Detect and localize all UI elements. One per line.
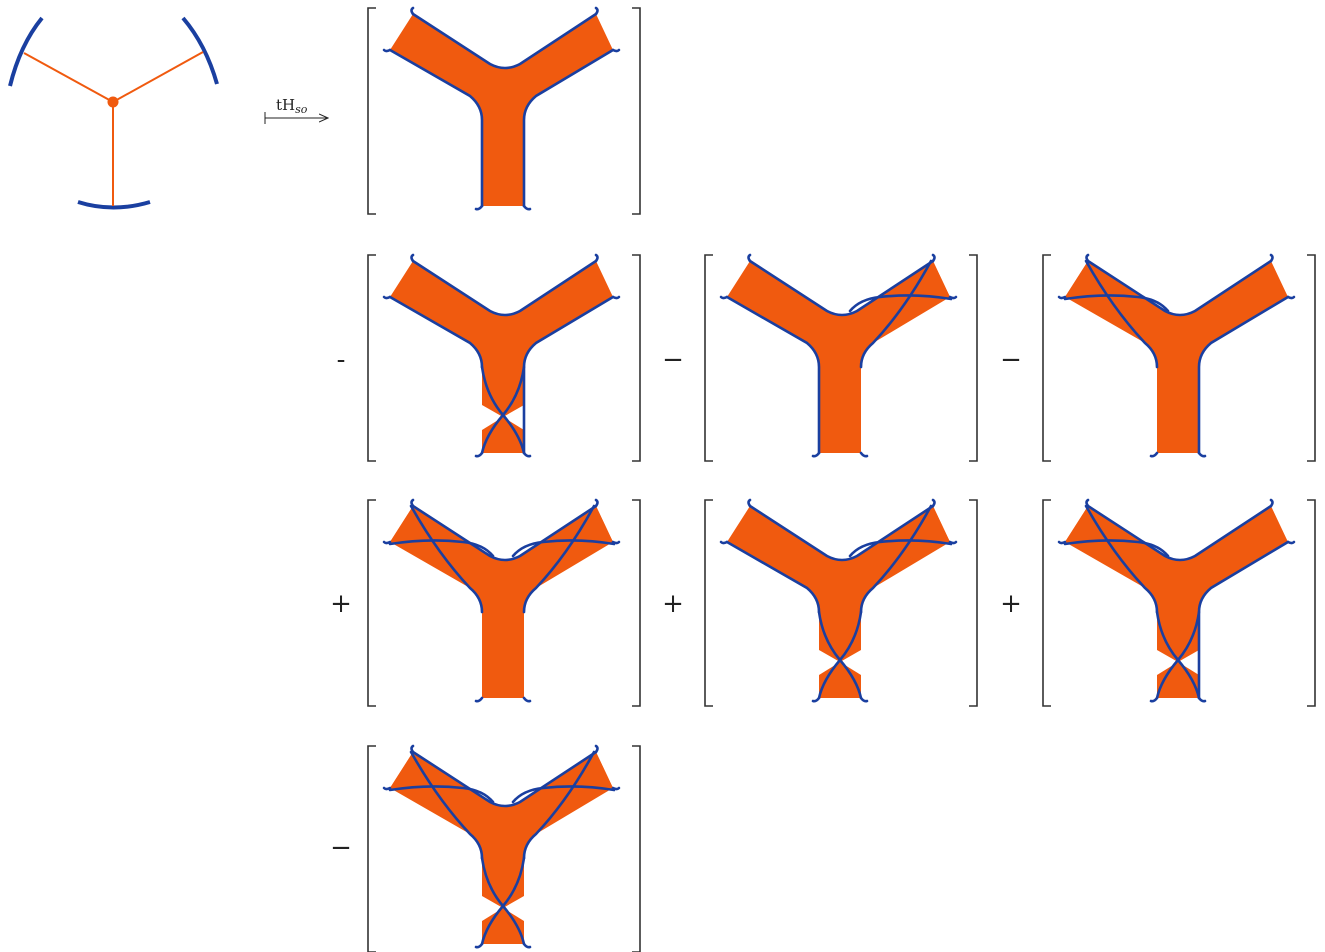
ribbon-term — [367, 6, 641, 215]
term-sign: − — [1000, 345, 1022, 375]
graph-edge-left — [23, 52, 114, 103]
ribbon-surface — [719, 498, 958, 703]
right-bracket — [969, 254, 978, 462]
left-bracket — [367, 7, 376, 215]
maps-to-label: tHso — [276, 96, 308, 116]
maps-to-arrow: tHso — [264, 96, 328, 124]
ribbon-term: − — [662, 253, 978, 462]
graph-edge-right — [112, 51, 204, 103]
left-bracket — [367, 254, 376, 462]
term-sign: + — [330, 589, 352, 619]
ribbon-terms: - − − + + + − — [330, 6, 1316, 952]
graph-vertex — [107, 96, 119, 108]
graph-boundary-arc-left — [8, 16, 44, 87]
ribbon-term: − — [330, 744, 641, 952]
right-bracket — [632, 7, 641, 215]
left-bracket — [1042, 499, 1051, 707]
term-sign: + — [662, 589, 684, 619]
ribbon-surface — [382, 498, 621, 703]
left-bracket — [1042, 254, 1051, 462]
left-bracket — [704, 499, 713, 707]
graph-boundary-arc-bottom — [77, 200, 151, 210]
ribbon-term: + — [1000, 498, 1316, 707]
right-bracket — [632, 745, 641, 952]
left-bracket — [367, 745, 376, 952]
term-sign: − — [330, 833, 352, 863]
right-bracket — [1307, 499, 1316, 707]
ribbon-term: + — [662, 498, 978, 707]
trivalent-graph — [8, 16, 219, 210]
term-sign: − — [662, 345, 684, 375]
ribbon-surface — [719, 253, 958, 458]
ribbon-term: − — [1000, 253, 1316, 462]
ribbon-surface — [1057, 498, 1296, 703]
right-bracket — [632, 499, 641, 707]
ribbon-surface — [382, 744, 621, 949]
ribbon-surface — [1057, 253, 1296, 458]
term-sign: - — [337, 345, 346, 375]
right-bracket — [1307, 254, 1316, 462]
ribbon-term: - — [337, 253, 641, 462]
ribbon-surface — [382, 6, 621, 211]
ribbon-surface — [382, 253, 621, 458]
left-bracket — [367, 499, 376, 707]
graph-boundary-arc-right — [181, 16, 219, 85]
right-bracket — [969, 499, 978, 707]
ribbon-term: + — [330, 498, 641, 707]
right-bracket — [632, 254, 641, 462]
term-sign: + — [1000, 589, 1022, 619]
left-bracket — [704, 254, 713, 462]
